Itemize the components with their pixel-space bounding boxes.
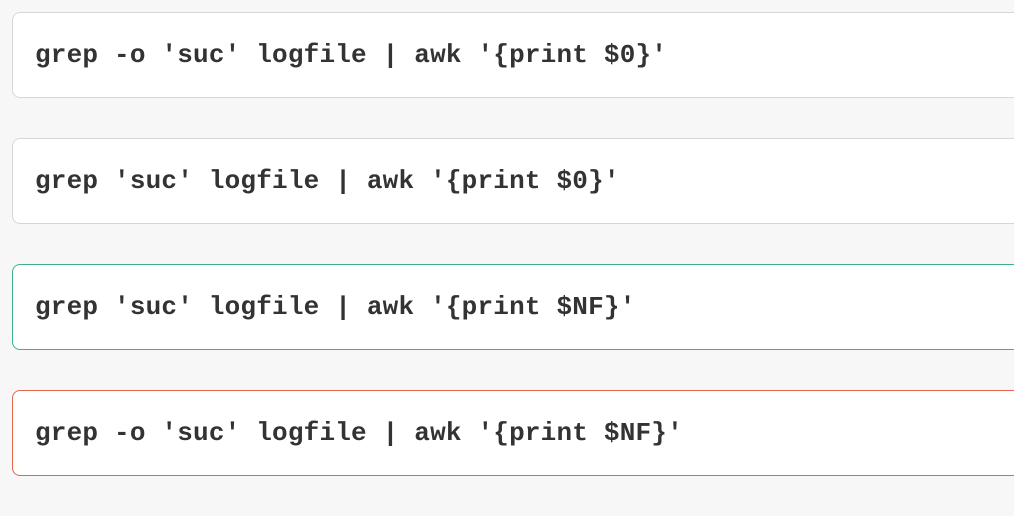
answer-option-1-code: grep -o 'suc' logfile | awk '{print $0}' (35, 40, 668, 70)
answer-options-list: grep -o 'suc' logfile | awk '{print $0}'… (12, 12, 1014, 516)
answer-option-3-code: grep 'suc' logfile | awk '{print $NF}' (35, 292, 636, 322)
answer-option-4-code: grep -o 'suc' logfile | awk '{print $NF}… (35, 418, 683, 448)
answer-option-2-code: grep 'suc' logfile | awk '{print $0}' (35, 166, 620, 196)
answer-option-4-incorrect[interactable]: grep -o 'suc' logfile | awk '{print $NF}… (12, 390, 1014, 476)
answer-option-3-correct[interactable]: grep 'suc' logfile | awk '{print $NF}' (12, 264, 1014, 350)
answer-option-1[interactable]: grep -o 'suc' logfile | awk '{print $0}' (12, 12, 1014, 98)
answer-option-2[interactable]: grep 'suc' logfile | awk '{print $0}' (12, 138, 1014, 224)
